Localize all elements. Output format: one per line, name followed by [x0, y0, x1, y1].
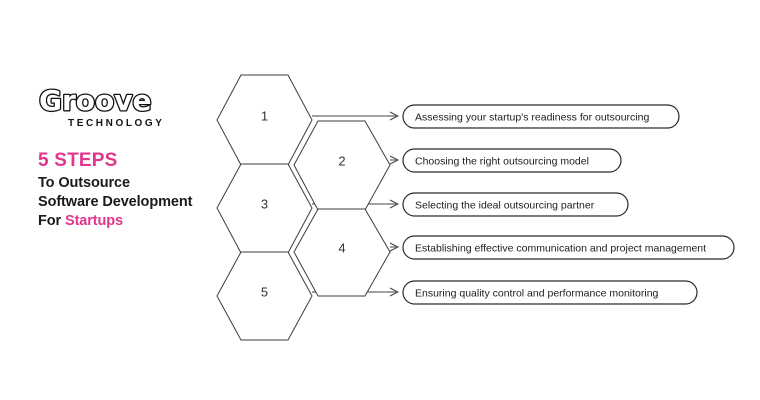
label-step-5[interactable]: Ensuring quality control and performance…	[402, 280, 698, 305]
hexagon-step-4[interactable]: 4	[293, 208, 391, 297]
hexagon-step-2-number: 2	[338, 153, 345, 168]
hexagon-step-5-shape[interactable]	[216, 251, 313, 341]
headline-line-3: Software Development	[38, 194, 193, 211]
hexagon-step-4-number: 4	[338, 240, 345, 255]
label-step-2-pill[interactable]	[402, 148, 622, 173]
label-step-3-text: Selecting the ideal outsourcing partner	[415, 199, 595, 211]
hexagon-step-5[interactable]: 5	[216, 251, 313, 341]
label-step-1-pill[interactable]	[402, 104, 680, 129]
headline-line-4-prefix: For	[38, 213, 65, 230]
hexagon-step-1[interactable]: 1	[216, 74, 313, 166]
label-step-1[interactable]: Assessing your startup's readiness for o…	[402, 104, 680, 129]
connector-arrow-3	[389, 199, 400, 209]
headline-line-4-accent: Startups	[65, 213, 124, 230]
headline-steps: 5 STEPS	[38, 150, 118, 171]
logo-wordmark: Groove	[39, 84, 152, 117]
logo-wordmark-inner: Groove	[39, 84, 152, 117]
hexagon-step-5-number: 5	[261, 284, 268, 299]
connector-arrow-4	[389, 242, 400, 252]
connector-arrow-5	[389, 287, 400, 297]
hexagon-step-3[interactable]: 3	[216, 163, 313, 254]
label-step-4[interactable]: Establishing effective communication and…	[402, 235, 735, 260]
logo-subtitle: TECHNOLOGY	[68, 118, 165, 129]
label-step-3[interactable]: Selecting the ideal outsourcing partner	[402, 192, 629, 217]
headline-block: 5 STEPS To Outsource Software Developmen…	[38, 148, 238, 231]
label-step-4-pill[interactable]	[402, 235, 735, 260]
logo-icon: Groove Groove TECHNOLOGY	[38, 83, 165, 129]
label-step-2-text: Choosing the right outsourcing model	[415, 155, 589, 167]
connector-arrow-1	[389, 111, 400, 121]
label-step-3-pill[interactable]	[402, 192, 629, 217]
label-step-5-pill[interactable]	[402, 280, 698, 305]
label-step-4-text: Establishing effective communication and…	[415, 242, 706, 254]
headline-line-4: For Startups	[38, 212, 238, 231]
hexagon-step-1-number: 1	[261, 108, 268, 123]
hexagon-step-4-shape[interactable]	[293, 208, 391, 297]
groove-technology-logo: Groove Groove TECHNOLOGY	[38, 82, 170, 132]
brand-block: Groove Groove TECHNOLOGY 5 STEPS To Outs…	[38, 82, 238, 231]
label-step-5-text: Ensuring quality control and performance…	[415, 287, 659, 299]
label-step-2[interactable]: Choosing the right outsourcing model	[402, 148, 622, 173]
connector-arrow-2	[389, 155, 400, 165]
hexagon-step-3-number: 3	[261, 196, 268, 211]
headline-line-2: To Outsource	[38, 175, 130, 192]
label-step-1-text: Assessing your startup's readiness for o…	[415, 111, 649, 123]
hexagon-step-2[interactable]: 2	[293, 120, 391, 211]
